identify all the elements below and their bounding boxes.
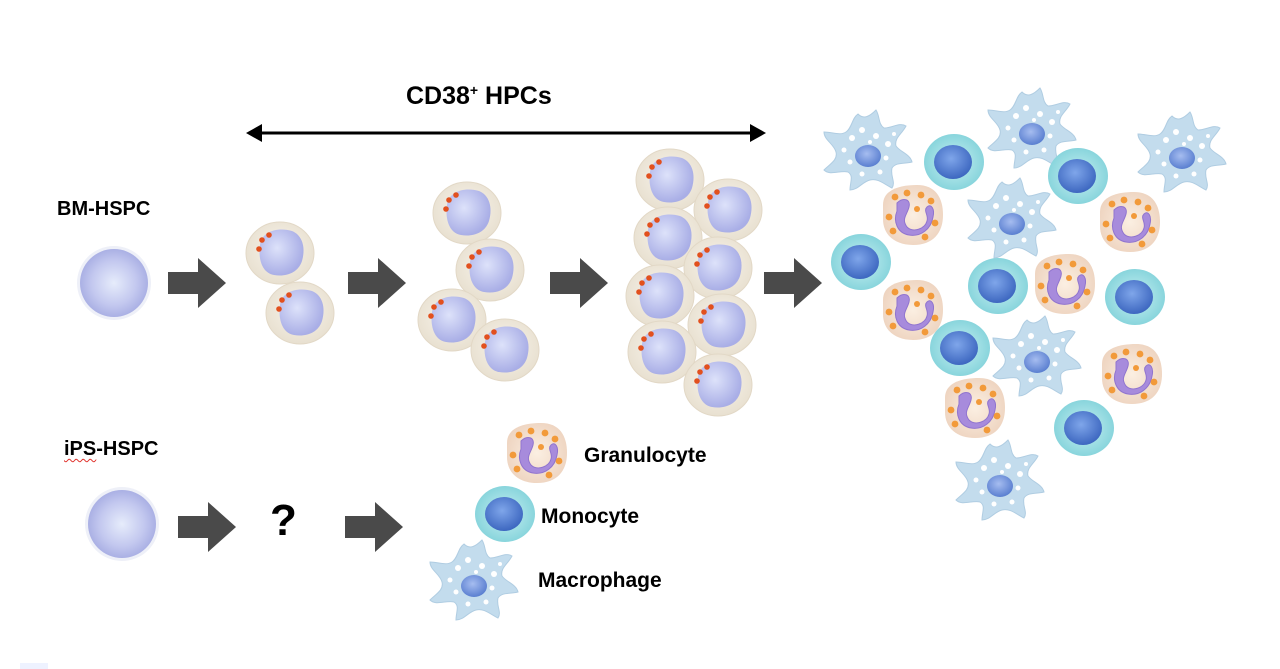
block-arrow-icon [345, 502, 403, 552]
block-arrow-icon [348, 258, 406, 308]
macrophage-cell [1137, 111, 1227, 193]
progenitor-cell [245, 221, 315, 285]
macrophage-cell [992, 315, 1082, 397]
granulocyte-cell [882, 279, 944, 341]
macrophage-cell [823, 109, 913, 191]
monocyte-cell [924, 134, 984, 190]
ips-rest-text: -HSPC [96, 438, 159, 460]
title-rest-text: HPCs [478, 82, 552, 110]
granulocyte-cell [1099, 191, 1161, 253]
monocyte-cell [831, 234, 891, 290]
bm-stem-cell [77, 246, 151, 320]
progenitor-cell [265, 281, 335, 345]
progenitor-cell [625, 264, 695, 328]
ips-stem-cell [85, 487, 159, 561]
cd38-hpcs-title: CD38+ HPCs [406, 82, 552, 111]
ips-prefix-text: iPS [64, 438, 97, 460]
block-arrow-icon [168, 258, 226, 308]
monocyte-cell [1105, 269, 1165, 325]
macrophage-cell [955, 439, 1045, 521]
block-arrow-icon [764, 258, 822, 308]
legend-monocyte-label: Monocyte [541, 505, 640, 528]
granulocyte-cell [1034, 253, 1096, 315]
block-arrow-icon [550, 258, 608, 308]
title-superscript: + [469, 82, 479, 98]
granulocyte-cell [944, 377, 1006, 439]
progenitor-cell [693, 178, 763, 242]
monocyte-cell [1054, 400, 1114, 456]
granulocyte-cell [882, 184, 944, 246]
legend-monocyte-icon [475, 486, 535, 542]
legend-macrophage-label: Macrophage [538, 569, 662, 592]
legend-macrophage-icon [429, 539, 519, 621]
title-main-text: CD38 [406, 82, 470, 110]
granulocyte-cell [1101, 343, 1163, 405]
bm-hspc-label: BM-HSPC [57, 198, 151, 220]
legend-granulocyte-label: Granulocyte [584, 444, 707, 467]
monocyte-cell [930, 320, 990, 376]
progenitor-cell [432, 181, 502, 245]
macrophage-cell [967, 177, 1057, 259]
progenitor-cell [635, 148, 705, 212]
progenitor-cell [683, 236, 753, 300]
monocyte-cell [1048, 148, 1108, 204]
unknown-outcome-mark: ? [270, 496, 297, 545]
monocyte-cell [968, 258, 1028, 314]
progenitor-cell [687, 293, 757, 357]
progenitor-cell [683, 353, 753, 417]
corner-mark [20, 663, 48, 669]
legend-granulocyte-icon [506, 422, 568, 484]
double-headed-arrow-icon [246, 124, 766, 142]
block-arrow-icon [178, 502, 236, 552]
progenitor-cell [470, 318, 540, 382]
ips-hspc-label: iPS-HSPC [64, 438, 158, 461]
